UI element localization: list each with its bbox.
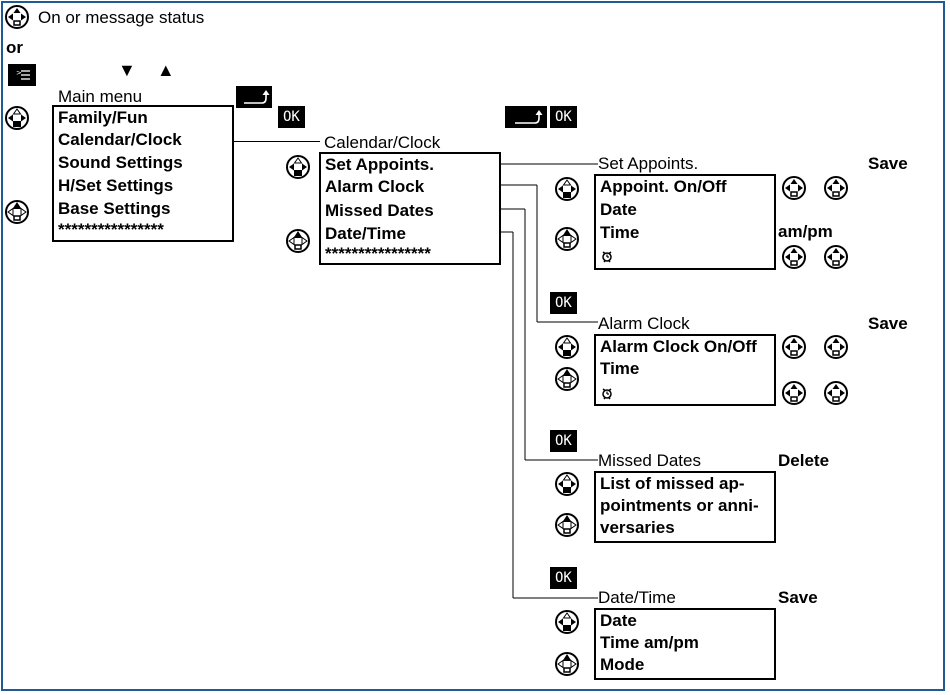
delete-softkey[interactable]: Delete [778,451,830,470]
navigation-key-up-icon[interactable] [554,651,580,677]
submenu-item[interactable]: Set Appoints. [325,155,434,174]
main-menu-item[interactable]: Calendar/Clock [58,130,182,149]
main-menu-item[interactable]: Family/Fun [58,108,148,127]
submenu-item[interactable]: Date/Time [325,224,406,243]
main-menu-item: **************** [58,220,164,239]
list-text-line: List of missed ap- [600,474,745,493]
navigation-key-icon[interactable] [781,380,807,406]
ok-key[interactable]: OK [550,292,577,314]
alarm-clock-icon [602,388,612,400]
navigation-key-down-icon[interactable] [554,609,580,635]
scroll-arrows: ▼ ▲ [118,60,183,80]
submenu-item[interactable]: Appoint. On/Off [600,177,727,196]
top-label: On or message status [38,8,205,27]
main-menu-title: Main menu [58,87,143,106]
navigation-key-icon[interactable] [781,334,807,360]
submenu-item[interactable]: Time am/pm [600,633,699,652]
calendar-clock-title: Calendar/Clock [324,133,441,152]
save-softkey[interactable]: Save [868,314,908,333]
navigation-key-icon[interactable] [823,380,849,406]
navigation-key-icon[interactable] [781,175,807,201]
set-appoints-box: Appoint. On/Off Date Time [594,174,776,270]
date-time-box: Date Time am/pm Mode [594,608,776,680]
submenu-item[interactable]: Missed Dates [325,201,434,220]
connector-lines [501,163,598,599]
alarm-clock-title: Alarm Clock [598,314,690,333]
submenu-item[interactable]: Time [600,223,640,242]
alarm-clock-icon [602,251,612,263]
navigation-key-down-icon[interactable] [554,176,580,202]
navigation-key-down-icon[interactable] [4,105,30,131]
navigation-key-down-icon[interactable] [285,154,311,180]
back-key-icon[interactable] [505,106,547,128]
missed-dates-title: Missed Dates [598,451,701,470]
main-menu-item[interactable]: Sound Settings [58,153,183,172]
save-softkey[interactable]: Save [778,588,818,607]
submenu-item[interactable]: Date [600,611,637,630]
date-time-title: Date/Time [598,588,676,607]
navigation-key-icon[interactable] [4,4,30,30]
navigation-key-up-icon[interactable] [285,228,311,254]
svg-text:>: > [16,69,22,77]
back-key-icon[interactable] [236,86,272,108]
alarm-clock-box: Alarm Clock On/Off Time [594,334,776,406]
main-menu-item[interactable]: Base Settings [58,199,171,218]
submenu-item: **************** [325,244,431,263]
navigation-key-up-icon[interactable] [554,512,580,538]
connector-line [234,141,320,142]
navigation-key-up-icon[interactable] [554,366,580,392]
menu-key-icon[interactable]: > [8,64,36,86]
submenu-item[interactable]: Alarm Clock [325,177,425,196]
submenu-item[interactable]: Alarm Clock On/Off [600,337,757,356]
submenu-item[interactable]: Date [600,200,637,219]
save-softkey[interactable]: Save [868,154,908,173]
navigation-key-down-icon[interactable] [554,334,580,360]
navigation-key-up-icon[interactable] [4,199,30,225]
navigation-key-up-icon[interactable] [554,226,580,252]
or-label: or [6,38,23,57]
ok-key[interactable]: OK [550,430,577,452]
navigation-key-icon[interactable] [823,334,849,360]
list-text-line: versaries [600,518,675,537]
ok-key[interactable]: OK [278,106,305,128]
submenu-item[interactable]: Mode [600,655,645,674]
main-menu-item[interactable]: H/Set Settings [58,176,174,195]
ok-key[interactable]: OK [550,567,577,589]
navigation-key-icon[interactable] [823,244,849,270]
main-menu-box: Family/Fun Calendar/Clock Sound Settings… [52,105,234,242]
set-appoints-title: Set Appoints. [598,154,699,173]
ampm-label: am/pm [778,222,833,241]
missed-dates-box: List of missed ap- pointments or anni- v… [594,471,776,543]
calendar-clock-box: Set Appoints. Alarm Clock Missed Dates D… [319,152,501,265]
submenu-item[interactable]: Time [600,359,640,378]
navigation-key-icon[interactable] [823,175,849,201]
ok-key[interactable]: OK [550,106,577,128]
list-text-line: pointments or anni- [600,496,759,515]
navigation-key-down-icon[interactable] [554,471,580,497]
navigation-key-icon[interactable] [781,244,807,270]
